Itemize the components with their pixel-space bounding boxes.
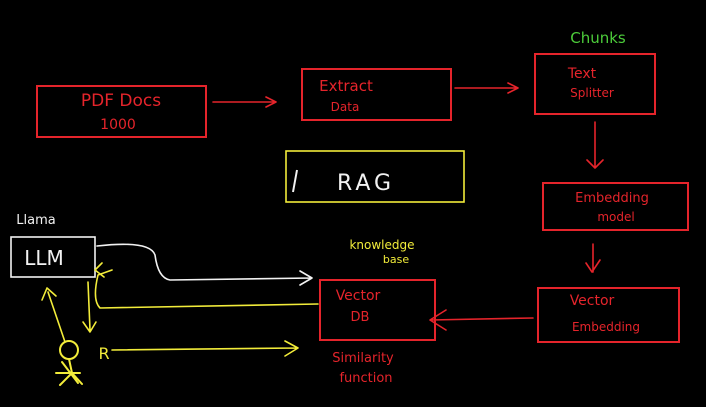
text-splitter-box: Text Splitter <box>534 53 656 115</box>
arrow-extract-to-splitter <box>454 82 519 94</box>
pdf-docs-count: 1000 <box>100 117 136 133</box>
text-label: Text <box>567 66 597 82</box>
similarity-label: Similarity <box>332 351 394 366</box>
vector-emb-label: Vector <box>570 293 615 309</box>
arrow-splitter-to-embedding <box>586 121 604 169</box>
arrow-user-to-llm <box>41 287 66 343</box>
llm-box: LLM <box>10 236 96 278</box>
vector-embedding-box: Vector Embedding <box>537 287 680 343</box>
extract-label: Extract <box>319 77 373 95</box>
extract-data-box: Extract Data <box>301 68 452 121</box>
vector-db-box: Vector DB <box>319 279 436 341</box>
llm-label: LLM <box>24 246 64 270</box>
data-label: Data <box>331 100 360 114</box>
model-label: model <box>597 210 634 224</box>
llama-label: Llama <box>16 213 55 228</box>
arrow-llm-to-user <box>82 281 97 333</box>
arrow-llm-to-db <box>96 243 313 286</box>
user-letter: R <box>98 344 109 363</box>
base-label: base <box>383 253 409 266</box>
arrow-vector-to-db <box>429 309 534 331</box>
red-arrows <box>212 82 604 331</box>
pdf-docs-label: PDF Docs <box>81 91 161 111</box>
function-label: function <box>339 371 392 386</box>
yellow-arrows <box>41 262 319 357</box>
user-icon <box>55 340 83 386</box>
splitter-label: Splitter <box>570 86 614 100</box>
vector-db-label: Vector <box>336 288 381 304</box>
rag-label: RAG <box>337 171 395 196</box>
arrow-db-to-llm <box>94 262 319 309</box>
arrow-user-to-db <box>111 340 299 357</box>
rag-box: RAG <box>285 150 465 203</box>
embedding-label: Embedding <box>575 191 649 206</box>
arrow-embedding-to-vector <box>585 243 601 273</box>
knowledge-label: knowledge <box>349 238 414 252</box>
pdf-docs-box: PDF Docs 1000 <box>36 85 207 138</box>
embedding-model-box: Embedding model <box>542 182 689 231</box>
chunks-label: Chunks <box>570 29 626 47</box>
arrow-pdf-to-extract <box>212 96 277 108</box>
db-label: DB <box>351 310 370 325</box>
embedding-emb-label: Embedding <box>572 320 640 334</box>
